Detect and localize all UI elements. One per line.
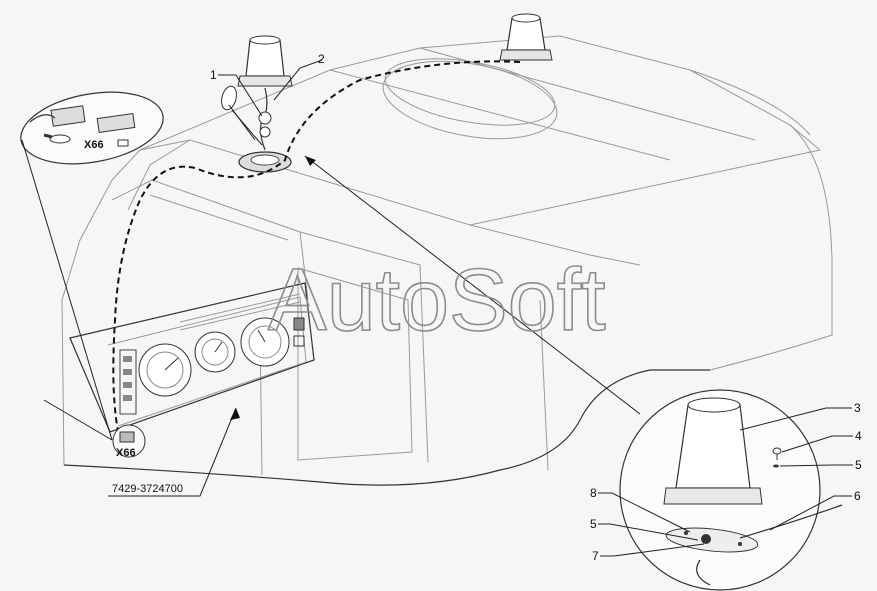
connector-label-panel: X66 — [116, 447, 136, 459]
watermark: AutoSoft — [268, 250, 606, 349]
callout-6: 6 — [854, 489, 861, 503]
callout-1: 1 — [210, 68, 217, 82]
part-number-callout: 7429-3724700 — [108, 407, 240, 497]
callout-4: 4 — [855, 429, 862, 443]
instrument-panel — [69, 282, 315, 433]
callout-leaders — [218, 59, 853, 557]
connector-detail-top: X66 — [20, 91, 164, 441]
callout-5-right: 5 — [855, 458, 862, 472]
callout-5-left: 5 — [590, 517, 597, 531]
beacon-installed — [221, 35, 293, 173]
callout-8: 8 — [590, 486, 597, 500]
callout-2: 2 — [318, 52, 325, 66]
wire-harness — [112, 60, 521, 441]
connector-detail-panel: X66 — [112, 424, 146, 459]
beacon-detail-circle — [304, 155, 843, 591]
beacon-rear — [499, 13, 553, 61]
part-number: 7429-3724700 — [112, 483, 183, 495]
connector-label-top: X66 — [84, 139, 104, 151]
callout-3: 3 — [854, 401, 861, 415]
cab-body — [61, 35, 833, 486]
callout-7: 7 — [592, 549, 599, 563]
